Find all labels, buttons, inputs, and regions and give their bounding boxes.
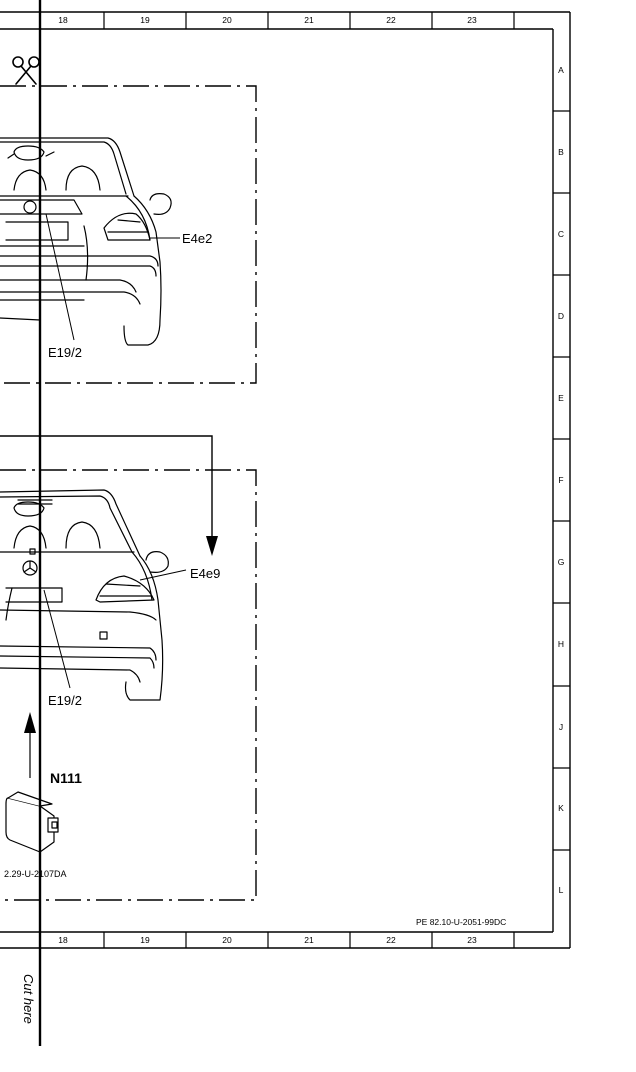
document-reference: PE 82.10-U-2051-99DC xyxy=(416,917,506,927)
lower-car-rear xyxy=(0,489,169,701)
bottom-column-labels: 18 19 20 21 22 23 xyxy=(58,935,477,945)
row-label: H xyxy=(558,639,564,649)
lower-view-box xyxy=(0,469,257,901)
column-label: 18 xyxy=(58,15,68,25)
row-label: D xyxy=(558,311,564,321)
label-e4e9: E4e9 xyxy=(190,566,220,581)
column-label: 23 xyxy=(467,935,477,945)
column-label: 22 xyxy=(386,935,396,945)
column-label: 21 xyxy=(304,15,314,25)
column-label: 22 xyxy=(386,15,396,25)
label-n111: N111 xyxy=(50,770,82,786)
row-label: A xyxy=(558,65,564,75)
bottom-column-ticks xyxy=(103,932,515,948)
upper-car-rear xyxy=(0,137,172,346)
column-label: 21 xyxy=(304,935,314,945)
column-label: 18 xyxy=(58,935,68,945)
column-label: 20 xyxy=(222,935,232,945)
leader-lines xyxy=(43,213,187,689)
row-label: G xyxy=(558,557,565,567)
label-module-ref: 2.29-U-2107DA xyxy=(4,869,67,879)
column-label: 23 xyxy=(467,15,477,25)
control-module-n111 xyxy=(5,791,59,853)
arrow-up-icon xyxy=(24,712,36,733)
frame xyxy=(0,11,571,949)
column-label: 19 xyxy=(140,15,150,25)
cut-here-label: Cut here xyxy=(21,974,36,1024)
row-label: L xyxy=(559,885,564,895)
row-labels: A B C D E F G H J K L xyxy=(558,65,565,895)
arrow-down-icon xyxy=(206,536,218,556)
row-label: K xyxy=(558,803,564,813)
upper-view-box xyxy=(0,85,257,384)
connection-arrow xyxy=(0,435,213,540)
row-label: B xyxy=(558,147,564,157)
row-ticks xyxy=(553,110,570,851)
row-label: F xyxy=(558,475,563,485)
column-label: 20 xyxy=(222,15,232,25)
row-label: E xyxy=(558,393,564,403)
top-column-labels: 18 19 20 21 22 23 xyxy=(58,15,477,25)
row-label: J xyxy=(559,722,563,732)
scissors-icon xyxy=(12,56,40,85)
label-e19-2-lower: E19/2 xyxy=(48,693,82,708)
label-e19-2-upper: E19/2 xyxy=(48,345,82,360)
column-label: 19 xyxy=(140,935,150,945)
row-label: C xyxy=(558,229,564,239)
top-column-ticks xyxy=(103,12,515,29)
label-e4e2: E4e2 xyxy=(182,231,212,246)
